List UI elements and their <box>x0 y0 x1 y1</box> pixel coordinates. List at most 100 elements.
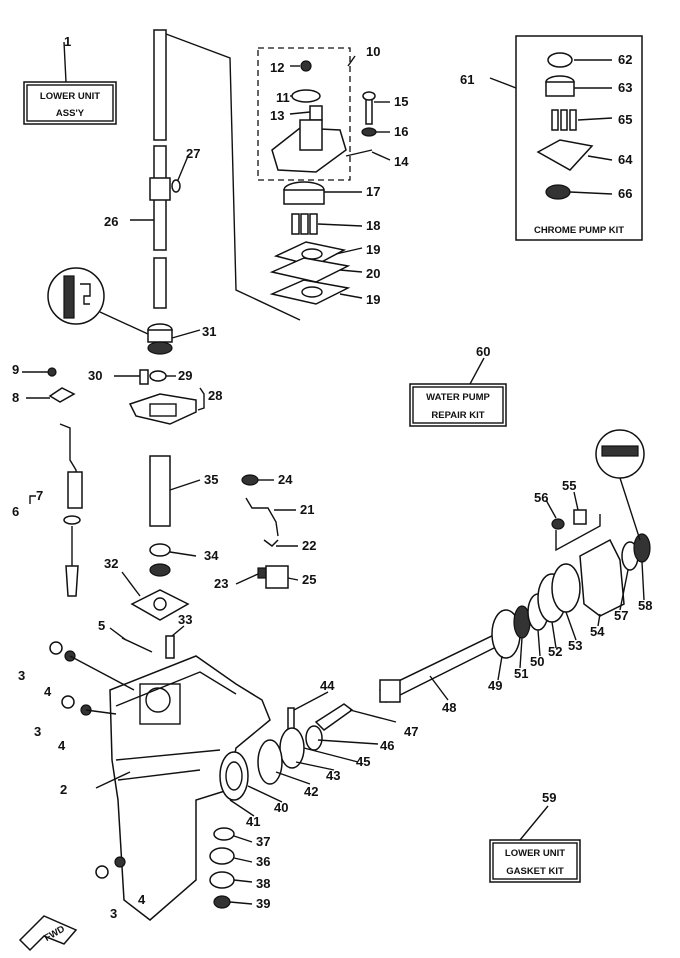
callout-21: 21 <box>300 502 314 517</box>
callout-43: 43 <box>326 768 340 783</box>
chrome-pump-kit-box: CHROME PUMP KIT <box>515 35 643 241</box>
callout-2: 2 <box>60 782 67 797</box>
forward-gear-parts <box>209 703 354 909</box>
fasteners-3-4 <box>49 641 126 879</box>
callout-17: 17 <box>366 184 380 199</box>
screw-leader-1 <box>69 655 135 691</box>
water-pump-repair-kit-box: WATER PUMP REPAIR KIT <box>409 383 507 427</box>
callout-6: 6 <box>12 504 19 519</box>
callout-4c: 4 <box>138 892 146 907</box>
callout-10: 10 <box>366 44 380 59</box>
callout-18: 18 <box>366 218 380 233</box>
callout-22: 22 <box>302 538 316 553</box>
lower-unit-assy-line1: LOWER UNIT <box>40 91 100 102</box>
callout-51: 51 <box>514 666 528 681</box>
water-tube-parts <box>241 474 289 589</box>
callout-35: 35 <box>204 472 218 487</box>
chrome-pump-kit-parts <box>536 52 594 200</box>
callout-19b: 19 <box>366 292 380 307</box>
callout-63: 63 <box>618 80 632 95</box>
callout-40: 40 <box>274 800 288 815</box>
callout-leaders <box>22 41 645 905</box>
callout-12: 12 <box>270 60 284 75</box>
callout-16: 16 <box>394 124 408 139</box>
callout-37: 37 <box>256 834 270 849</box>
water-pump-line1: WATER PUMP <box>426 392 490 403</box>
callout-23: 23 <box>214 576 228 591</box>
callout-52: 52 <box>548 644 562 659</box>
callout-32: 32 <box>104 556 118 571</box>
callout-42: 42 <box>304 784 318 799</box>
callout-41: 41 <box>246 814 260 829</box>
callout-49: 49 <box>488 678 502 693</box>
callout-3b: 3 <box>34 724 41 739</box>
callout-61: 61 <box>460 72 474 87</box>
callout-58: 58 <box>638 598 652 613</box>
callout-57: 57 <box>614 608 628 623</box>
callout-36: 36 <box>256 854 270 869</box>
callout-64: 64 <box>618 152 633 167</box>
oil-seal-detail <box>47 267 149 335</box>
callout-33: 33 <box>178 612 192 627</box>
lower-unit-housing <box>109 655 271 921</box>
callout-28: 28 <box>208 388 222 403</box>
screw-leader-2 <box>85 709 117 715</box>
callout-34: 34 <box>204 548 219 563</box>
callout-55: 55 <box>562 478 576 493</box>
callout-54: 54 <box>590 624 605 639</box>
callout-5: 5 <box>98 618 105 633</box>
callout-47: 47 <box>404 724 418 739</box>
water-pump-line2: REPAIR KIT <box>431 410 484 421</box>
callout-30: 30 <box>88 368 102 383</box>
lower-unit-assy-box: LOWER UNIT ASS'Y <box>23 81 117 125</box>
pump-subassembly-dashed-box <box>257 47 351 181</box>
callout-26: 26 <box>104 214 118 229</box>
callout-7: 7 <box>36 488 43 503</box>
callout-59: 59 <box>542 790 556 805</box>
callout-24: 24 <box>278 472 293 487</box>
callout-46: 46 <box>380 738 394 753</box>
callout-39: 39 <box>256 896 270 911</box>
callout-3c: 3 <box>110 906 117 921</box>
callout-20: 20 <box>366 266 380 281</box>
callout-25: 25 <box>302 572 316 587</box>
callout-44: 44 <box>320 678 335 693</box>
callout-15: 15 <box>394 94 408 109</box>
lower-unit-assy-line2: ASS'Y <box>56 108 85 119</box>
callout-60: 60 <box>476 344 490 359</box>
shaft-to-pump-leader <box>165 33 301 321</box>
callout-38: 38 <box>256 876 270 891</box>
callout-66: 66 <box>618 186 632 201</box>
lower-unit-gasket-kit-box: LOWER UNIT GASKET KIT <box>489 839 581 883</box>
callout-27: 27 <box>186 146 200 161</box>
fwd-arrow: FWD <box>18 915 78 952</box>
callout-1: 1 <box>64 34 71 49</box>
callout-29: 29 <box>178 368 192 383</box>
callout-48: 48 <box>442 700 456 715</box>
drive-shaft <box>149 29 171 309</box>
shift-rod-parts <box>47 367 83 597</box>
chrome-pump-kit-label: CHROME PUMP KIT <box>534 225 624 236</box>
callout-numbers: 1 2 3 3 3 4 4 4 5 6 7 8 9 10 11 12 13 14… <box>12 34 652 921</box>
housing-28-parts <box>121 369 197 659</box>
callout-45: 45 <box>356 754 370 769</box>
part-27-ring <box>171 179 181 193</box>
callout-65: 65 <box>618 112 632 127</box>
callout-3a: 3 <box>18 668 25 683</box>
callout-13: 13 <box>270 108 284 123</box>
callout-31: 31 <box>202 324 216 339</box>
water-pump-parts <box>269 60 377 305</box>
gasket-kit-line1: LOWER UNIT <box>505 848 565 859</box>
callout-53: 53 <box>568 638 582 653</box>
callout-14: 14 <box>394 154 409 169</box>
callout-9: 9 <box>12 362 19 377</box>
propeller-shaft-assembly <box>378 429 651 704</box>
gasket-kit-line2: GASKET KIT <box>506 866 564 877</box>
callout-50: 50 <box>530 654 544 669</box>
callout-4a: 4 <box>44 684 52 699</box>
callout-19a: 19 <box>366 242 380 257</box>
callout-56: 56 <box>534 490 548 505</box>
callout-11: 11 <box>276 90 290 105</box>
